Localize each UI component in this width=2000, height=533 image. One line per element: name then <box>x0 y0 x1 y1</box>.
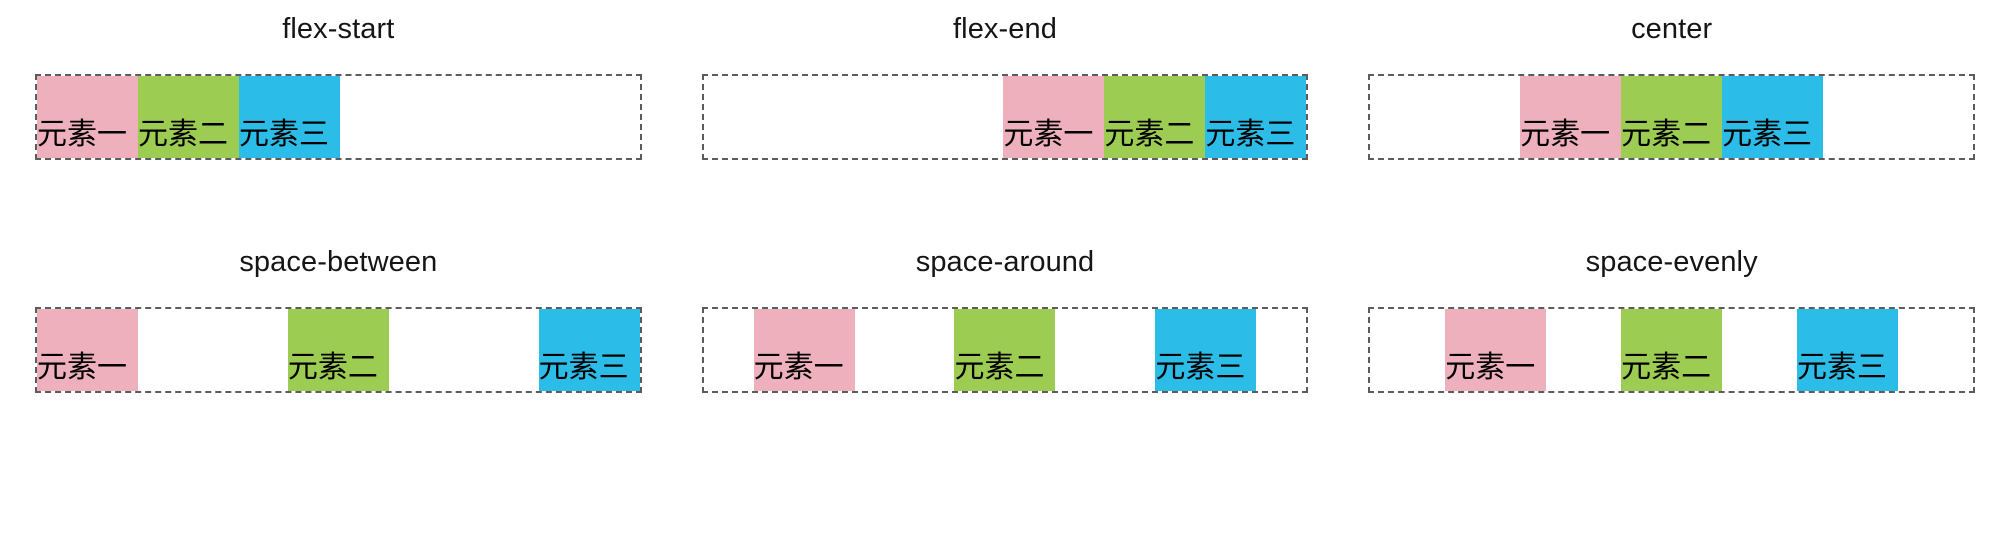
flex-container-space-evenly: 元素一 元素二 元素三 <box>1368 306 1975 393</box>
demo-flex-end: flex-end 元素一 元素二 元素三 <box>701 13 1309 221</box>
flex-item-one: 元素一 <box>1003 75 1105 158</box>
flex-item-two: 元素二 <box>287 308 389 391</box>
flex-item-three-label: 元素三 <box>1155 349 1246 385</box>
flex-item-one: 元素一 <box>37 75 138 158</box>
flex-item-three: 元素三 <box>538 308 640 391</box>
demo-title-flex-start: flex-start <box>282 13 395 45</box>
flex-item-three-label: 元素三 <box>239 116 329 152</box>
flex-container-space-between: 元素一 元素二 元素三 <box>35 306 642 393</box>
flex-item-two-label: 元素二 <box>954 349 1045 385</box>
demo-space-evenly: space-evenly 元素一 元素二 元素三 <box>1368 246 1975 454</box>
demo-space-between: space-between 元素一 元素二 元素三 <box>35 246 642 454</box>
flex-item-three: 元素三 <box>1722 75 1824 158</box>
flex-item-three-label: 元素三 <box>1205 116 1296 152</box>
demo-flex-start: flex-start 元素一 元素二 元素三 <box>35 13 642 221</box>
flex-item-one: 元素一 <box>37 308 138 391</box>
flex-item-two-label: 元素二 <box>1104 116 1195 152</box>
flex-item-three: 元素三 <box>1205 75 1307 158</box>
flex-item-one-label: 元素一 <box>753 349 844 385</box>
flex-container-center: 元素一 元素二 元素三 <box>1368 73 1975 160</box>
flex-item-two-label: 元素二 <box>287 349 378 385</box>
flex-item-two: 元素二 <box>1104 75 1206 158</box>
justify-content-demo-board: flex-start 元素一 元素二 元素三 flex-end 元素一 元素二 … <box>0 13 2000 533</box>
flex-item-three-label: 元素三 <box>538 349 629 385</box>
flex-item-two: 元素二 <box>954 308 1056 391</box>
flex-item-three: 元素三 <box>1797 308 1899 391</box>
demo-space-around: space-around 元素一 元素二 元素三 <box>701 246 1309 454</box>
demo-title-flex-end: flex-end <box>953 13 1057 45</box>
flex-item-three-label: 元素三 <box>1722 116 1813 152</box>
flex-item-three: 元素三 <box>239 75 340 158</box>
flex-item-two-label: 元素二 <box>1621 349 1712 385</box>
flex-item-one: 元素一 <box>753 308 855 391</box>
flex-item-three: 元素三 <box>1155 308 1257 391</box>
flex-item-one: 元素一 <box>1445 308 1547 391</box>
flex-item-two: 元素二 <box>1621 75 1723 158</box>
flex-item-two-label: 元素二 <box>1621 116 1712 152</box>
flex-item-one-label: 元素一 <box>37 349 127 385</box>
demo-title-space-evenly: space-evenly <box>1585 246 1758 278</box>
demo-title-center: center <box>1631 13 1713 45</box>
flex-item-one-label: 元素一 <box>1520 116 1611 152</box>
flex-item-two: 元素二 <box>138 75 239 158</box>
flex-container-space-around: 元素一 元素二 元素三 <box>701 306 1309 393</box>
demo-grid: flex-start 元素一 元素二 元素三 flex-end 元素一 元素二 … <box>35 13 1975 454</box>
flex-item-two: 元素二 <box>1621 308 1723 391</box>
flex-item-three-label: 元素三 <box>1797 349 1888 385</box>
demo-title-space-around: space-around <box>915 246 1095 278</box>
flex-item-one-label: 元素一 <box>1445 349 1536 385</box>
demo-center: center 元素一 元素二 元素三 <box>1368 13 1975 221</box>
flex-container-flex-end: 元素一 元素二 元素三 <box>701 73 1309 160</box>
flex-item-one-label: 元素一 <box>1003 116 1094 152</box>
demo-title-space-between: space-between <box>239 246 438 278</box>
flex-container-flex-start: 元素一 元素二 元素三 <box>35 73 642 160</box>
flex-item-two-label: 元素二 <box>138 116 228 152</box>
flex-item-one: 元素一 <box>1520 75 1622 158</box>
flex-item-one-label: 元素一 <box>37 116 127 152</box>
